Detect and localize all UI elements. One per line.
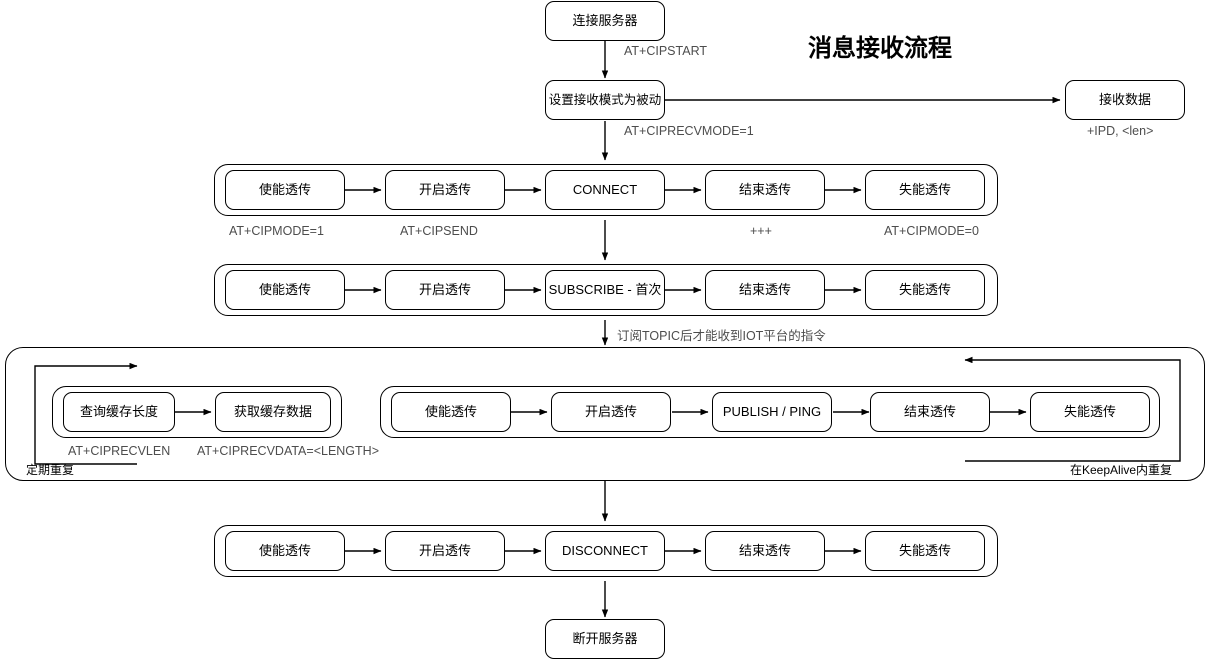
- node-r4-end[interactable]: 结束透传: [705, 531, 825, 571]
- node-r1-action[interactable]: CONNECT: [545, 170, 665, 210]
- node-r4-start[interactable]: 开启透传: [385, 531, 505, 571]
- node-r2-enable[interactable]: 使能透传: [225, 270, 345, 310]
- node-disconnect-server[interactable]: 断开服务器: [545, 619, 665, 659]
- group-middle-outer: [5, 347, 1205, 481]
- node-label: DISCONNECT: [562, 543, 648, 559]
- node-r4-disable[interactable]: 失能透传: [865, 531, 985, 571]
- node-label: 使能透传: [258, 182, 311, 198]
- node-label: 接收数据: [1098, 92, 1151, 108]
- node-set-passive-mode[interactable]: 设置接收模式为被动: [545, 80, 665, 120]
- node-label: 结束透传: [738, 543, 791, 559]
- node-r2-start[interactable]: 开启透传: [385, 270, 505, 310]
- node-label: 开启透传: [418, 182, 471, 198]
- node-r3-end[interactable]: 结束透传: [870, 392, 990, 432]
- edge-label-plus-1: +++: [750, 224, 772, 238]
- node-label: 失能透传: [1063, 404, 1116, 420]
- node-recv-data[interactable]: 接收数据: [1065, 80, 1185, 120]
- group-subscribe-row: [214, 264, 998, 316]
- group-connect-row: [214, 164, 998, 216]
- node-label: 设置接收模式为被动: [548, 92, 662, 107]
- node-label: SUBSCRIBE - 首次: [548, 282, 662, 298]
- edge-label-cipmode-off-1: AT+CIPMODE=0: [884, 224, 979, 238]
- node-label: 断开服务器: [572, 631, 638, 647]
- node-r3-disable[interactable]: 失能透传: [1030, 392, 1150, 432]
- node-r2-disable[interactable]: 失能透传: [865, 270, 985, 310]
- edge-label-cipstart: AT+CIPSTART: [624, 44, 708, 58]
- node-label: 开启透传: [584, 404, 637, 420]
- node-label: 开启透传: [418, 543, 471, 559]
- node-label: CONNECT: [572, 182, 638, 198]
- node-r1-end[interactable]: 结束透传: [705, 170, 825, 210]
- node-label: 失能透传: [898, 282, 951, 298]
- node-label: 查询缓存长度: [79, 404, 158, 420]
- node-label: 连接服务器: [572, 13, 638, 29]
- node-get-buffer-data[interactable]: 获取缓存数据: [215, 392, 331, 432]
- group-disconnect-row: [214, 525, 998, 577]
- node-r3-action[interactable]: PUBLISH / PING: [712, 392, 832, 432]
- node-r2-end[interactable]: 结束透传: [705, 270, 825, 310]
- edge-label-ipd: +IPD, <len>: [1087, 124, 1154, 138]
- edge-label-subscribe-note: 订阅TOPIC后才能收到IOT平台的指令: [617, 329, 826, 343]
- group-publish-row: [380, 386, 1160, 438]
- node-label: PUBLISH / PING: [722, 404, 822, 420]
- node-label: 使能透传: [424, 404, 477, 420]
- group-label-keepalive-repeat: 在KeepAlive内重复: [1070, 463, 1173, 477]
- node-label: 使能透传: [258, 543, 311, 559]
- node-label: 开启透传: [418, 282, 471, 298]
- edge-label-ciprecvlen: AT+CIPRECVLEN: [68, 444, 171, 458]
- node-label: 失能透传: [898, 543, 951, 559]
- edge-label-cipsend-1: AT+CIPSEND: [400, 224, 478, 238]
- node-query-buffer-length[interactable]: 查询缓存长度: [63, 392, 175, 432]
- node-label: 结束透传: [903, 404, 956, 420]
- edge-label-ciprecvdata: AT+CIPRECVDATA=<LENGTH>: [197, 444, 379, 458]
- node-label: 获取缓存数据: [233, 404, 312, 420]
- edge-label-ciprecvmode: AT+CIPRECVMODE=1: [624, 124, 754, 138]
- node-r4-enable[interactable]: 使能透传: [225, 531, 345, 571]
- edge-label-cipmode-on-1: AT+CIPMODE=1: [229, 224, 324, 238]
- node-r4-action[interactable]: DISCONNECT: [545, 531, 665, 571]
- node-label: 使能透传: [258, 282, 311, 298]
- node-r1-enable[interactable]: 使能透传: [225, 170, 345, 210]
- group-label-periodic-repeat: 定期重复: [26, 463, 75, 477]
- node-label: 结束透传: [738, 182, 791, 198]
- node-r3-start[interactable]: 开启透传: [551, 392, 671, 432]
- node-r1-start[interactable]: 开启透传: [385, 170, 505, 210]
- node-r1-disable[interactable]: 失能透传: [865, 170, 985, 210]
- node-connect-server[interactable]: 连接服务器: [545, 1, 665, 41]
- group-query-buffer: [52, 386, 342, 438]
- node-label: 结束透传: [738, 282, 791, 298]
- node-r2-action[interactable]: SUBSCRIBE - 首次: [545, 270, 665, 310]
- node-label: 失能透传: [898, 182, 951, 198]
- node-r3-enable[interactable]: 使能透传: [391, 392, 511, 432]
- diagram-title: 消息接收流程: [808, 35, 952, 62]
